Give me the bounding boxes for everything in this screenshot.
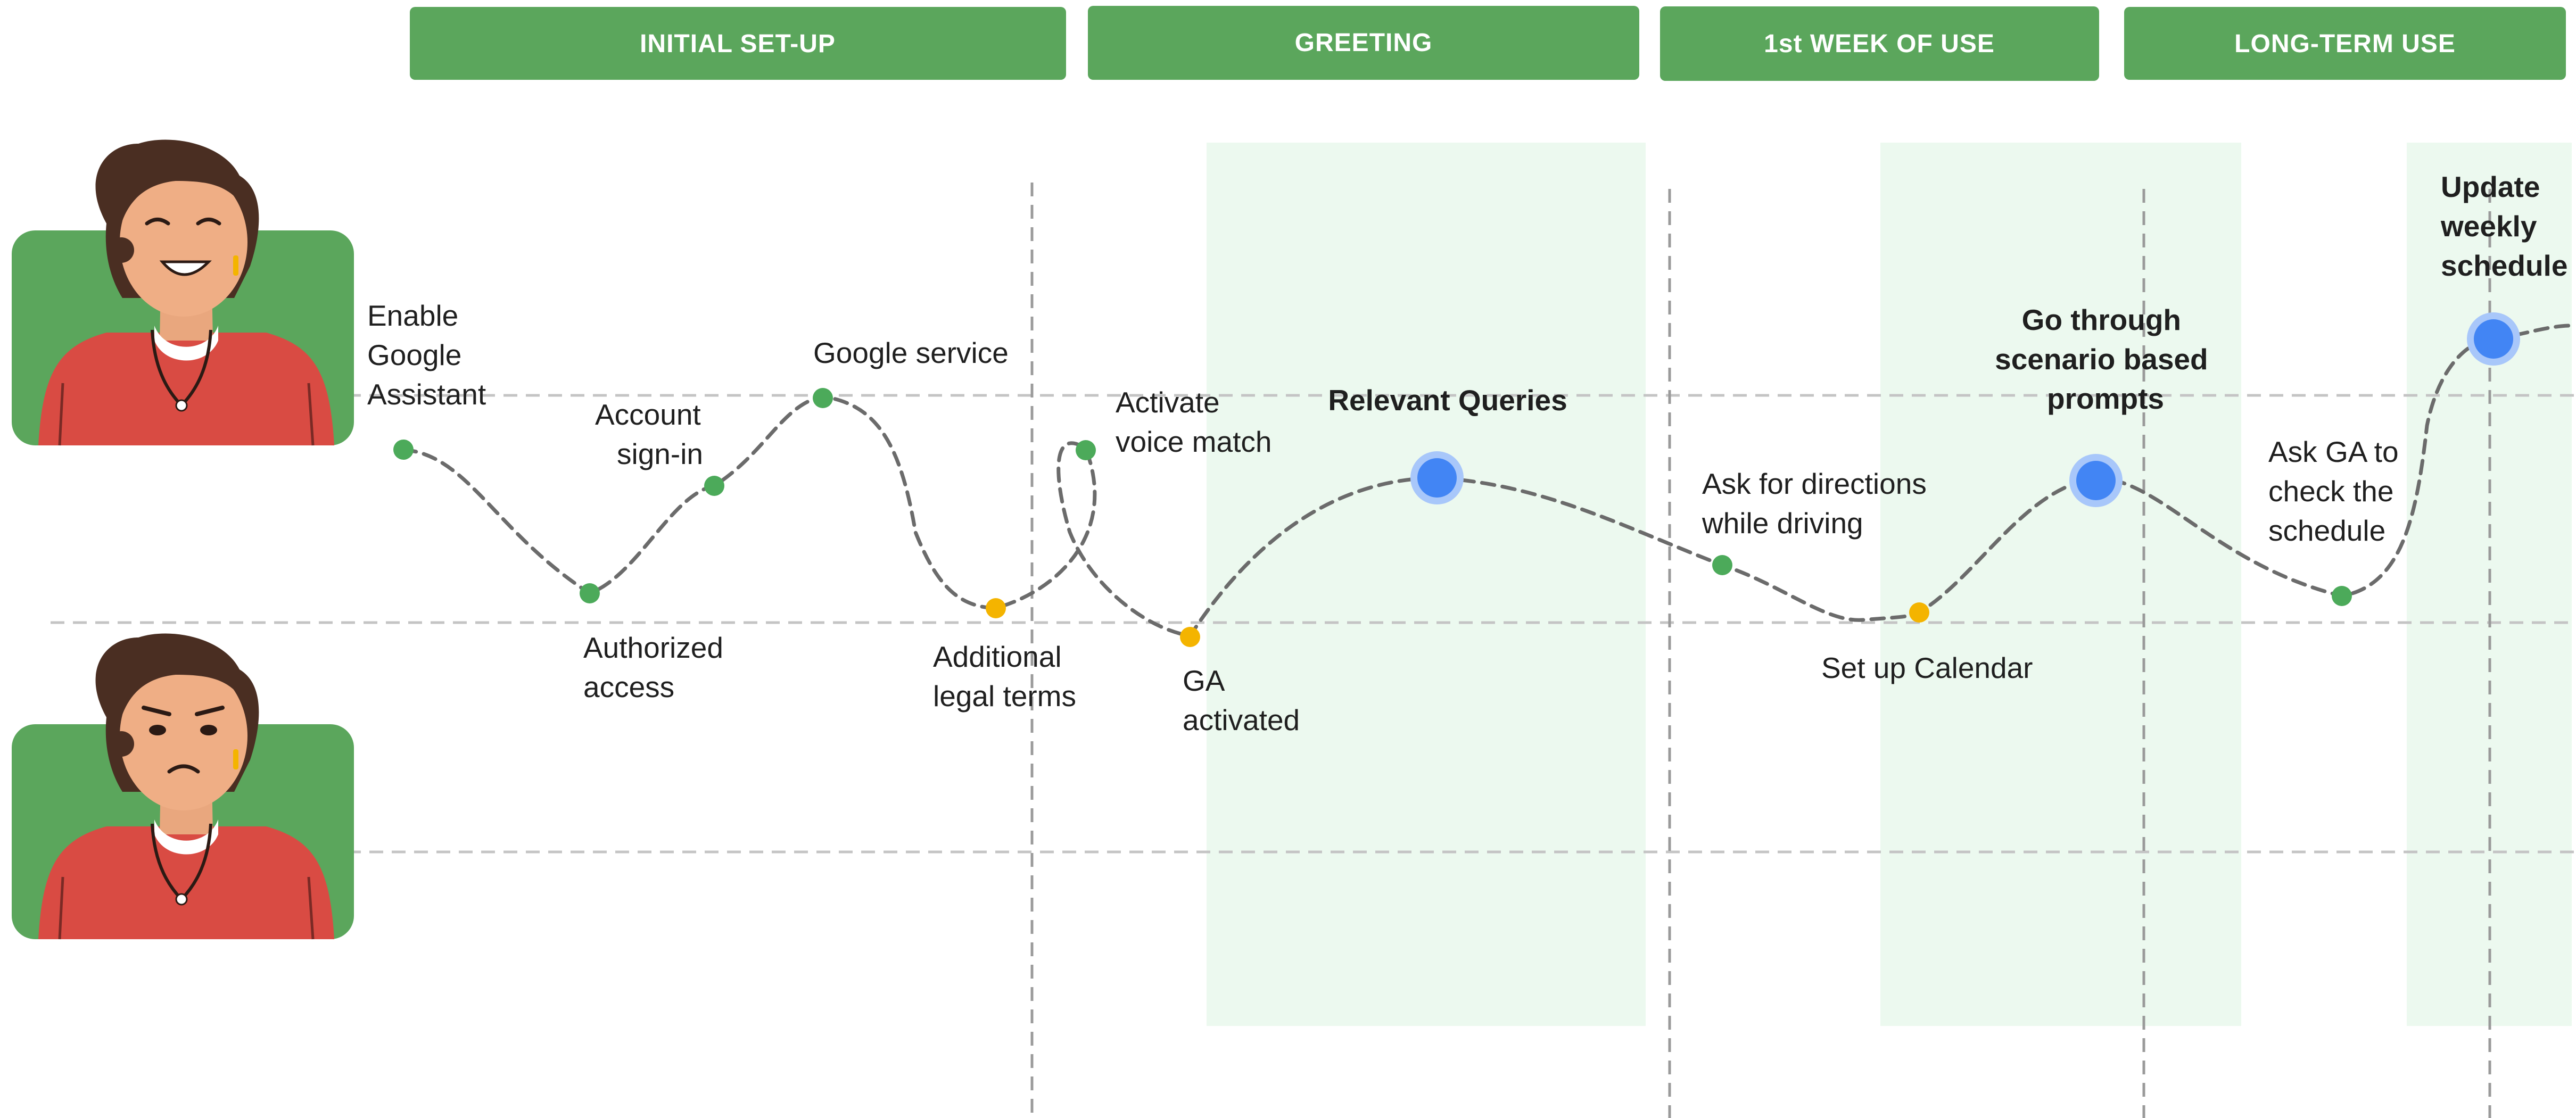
- step-node: [393, 440, 414, 460]
- step-ask-ga-check-schedule: Ask GA to check the schedule: [2268, 435, 2407, 606]
- step-label: Ask for directions while driving: [1702, 467, 1935, 540]
- highlight-bands: [1207, 143, 2572, 1026]
- step-activate-voice-match: Activate voice match: [1076, 386, 1272, 460]
- step-label: Additional legal terms: [933, 640, 1076, 713]
- step-account-sign-in: Account sign-in: [595, 398, 724, 496]
- step-additional-legal-terms: Additional legal terms: [933, 598, 1076, 713]
- phase-header-bg: [1088, 6, 1639, 80]
- step-google-service: Google service: [813, 336, 1009, 408]
- step-label: Relevant Queries: [1328, 384, 1567, 417]
- step-label: Activate voice match: [1116, 386, 1272, 458]
- phase-header-greeting: GREETING: [1088, 6, 1639, 80]
- step-label: Account sign-in: [595, 398, 709, 470]
- step-relevant-queries: Relevant Queries: [1328, 384, 1567, 504]
- frustrated-woman-avatar: [38, 633, 334, 940]
- phase-headers: INITIAL SET-UP GREETING 1st WEEK OF USE …: [410, 6, 2566, 81]
- phase-header-label: LONG-TERM USE: [2234, 30, 2456, 58]
- persona-happy: [12, 139, 354, 446]
- journey-path: [401, 324, 2576, 638]
- step-node: [1076, 440, 1096, 460]
- step-node: [1180, 627, 1200, 647]
- happy-woman-avatar: [38, 139, 334, 446]
- phase-header-label: 1st WEEK OF USE: [1764, 30, 1995, 58]
- step-node: [1417, 458, 1457, 498]
- highlight-band-greeting: [1207, 143, 1646, 1026]
- phase-header-label: INITIAL SET-UP: [640, 30, 836, 58]
- step-label: Enable Google Assistant: [367, 299, 486, 411]
- step-node: [813, 388, 833, 408]
- phase-header-label: GREETING: [1295, 29, 1433, 57]
- step-node: [704, 476, 724, 496]
- step-set-up-calendar: Set up Calendar: [1821, 602, 2033, 684]
- emotion-guides: [51, 394, 2576, 854]
- step-authorized-access: Authorized access: [580, 583, 731, 703]
- phase-header-initial-setup: INITIAL SET-UP: [410, 7, 1066, 80]
- step-node: [1909, 602, 1929, 623]
- step-ask-for-directions: Ask for directions while driving: [1702, 467, 1935, 575]
- step-node: [2474, 319, 2513, 359]
- phase-header-bg: [2124, 7, 2566, 80]
- step-node: [2332, 586, 2352, 606]
- step-label: Go through scenario based prompts: [1995, 303, 2216, 415]
- step-ga-activated: GA activated: [1180, 627, 1300, 736]
- step-update-weekly-schedule: Update weekly schedule: [2440, 170, 2567, 366]
- step-node: [1712, 555, 1732, 575]
- step-node: [2076, 461, 2116, 500]
- step-label: Google service: [813, 336, 1009, 369]
- journey-steps: Enable Google Assistant Authorized acces…: [367, 170, 2567, 736]
- phase-header-bg: [1660, 6, 2099, 81]
- step-enable-google-assistant: Enable Google Assistant: [367, 299, 486, 460]
- step-label: Update weekly schedule: [2440, 170, 2567, 282]
- step-label: Ask GA to check the schedule: [2268, 435, 2407, 547]
- step-node: [580, 583, 600, 603]
- phase-header-bg: [410, 7, 1066, 80]
- step-scenario-prompts: Go through scenario based prompts: [1995, 303, 2216, 507]
- phase-header-first-week: 1st WEEK OF USE: [1660, 6, 2099, 81]
- phase-header-long-term: LONG-TERM USE: [2124, 7, 2566, 80]
- highlight-band-first-week: [1880, 143, 2241, 1026]
- step-label: Authorized access: [583, 631, 731, 703]
- step-label: GA activated: [1183, 664, 1300, 736]
- step-label: Set up Calendar: [1821, 651, 2033, 684]
- persona-frustrated: [12, 633, 354, 940]
- step-node: [986, 598, 1006, 618]
